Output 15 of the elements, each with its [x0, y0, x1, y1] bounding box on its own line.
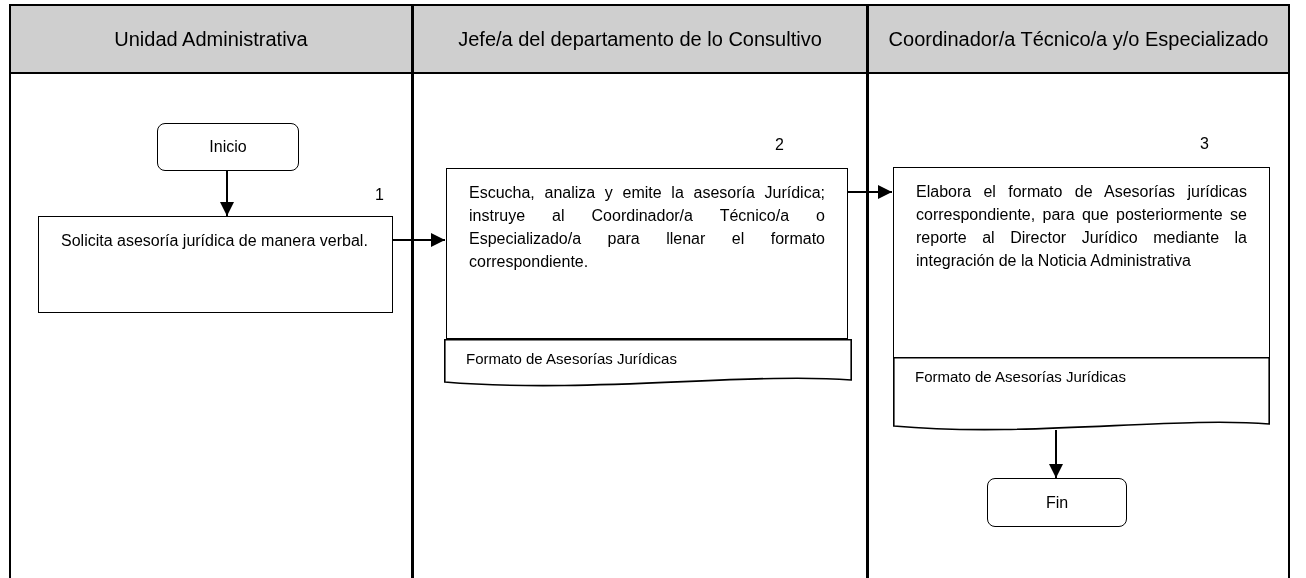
- step-number: 3: [1200, 135, 1209, 153]
- arrow: [391, 233, 446, 247]
- arrow: [220, 170, 234, 217]
- document-shape: Formato de Asesorías Jurídicas: [444, 339, 852, 386]
- step-number: 1: [375, 186, 384, 204]
- lane-header: Jefe/a del departamento de lo Consultivo: [414, 4, 866, 74]
- step-number: 2: [775, 136, 784, 154]
- document-shape: Formato de Asesorías Jurídicas: [893, 357, 1270, 430]
- lane-header: Coordinador/a Técnico/a y/o Especializado: [869, 4, 1288, 74]
- arrow: [846, 185, 893, 199]
- process-box: Solicita asesoría jurídica de manera verbal.: [38, 216, 393, 313]
- terminator-box: Fin: [987, 478, 1127, 527]
- arrow: [1049, 429, 1063, 479]
- terminator-box: Inicio: [157, 123, 299, 171]
- lane-header: Unidad Administrativa: [11, 4, 411, 74]
